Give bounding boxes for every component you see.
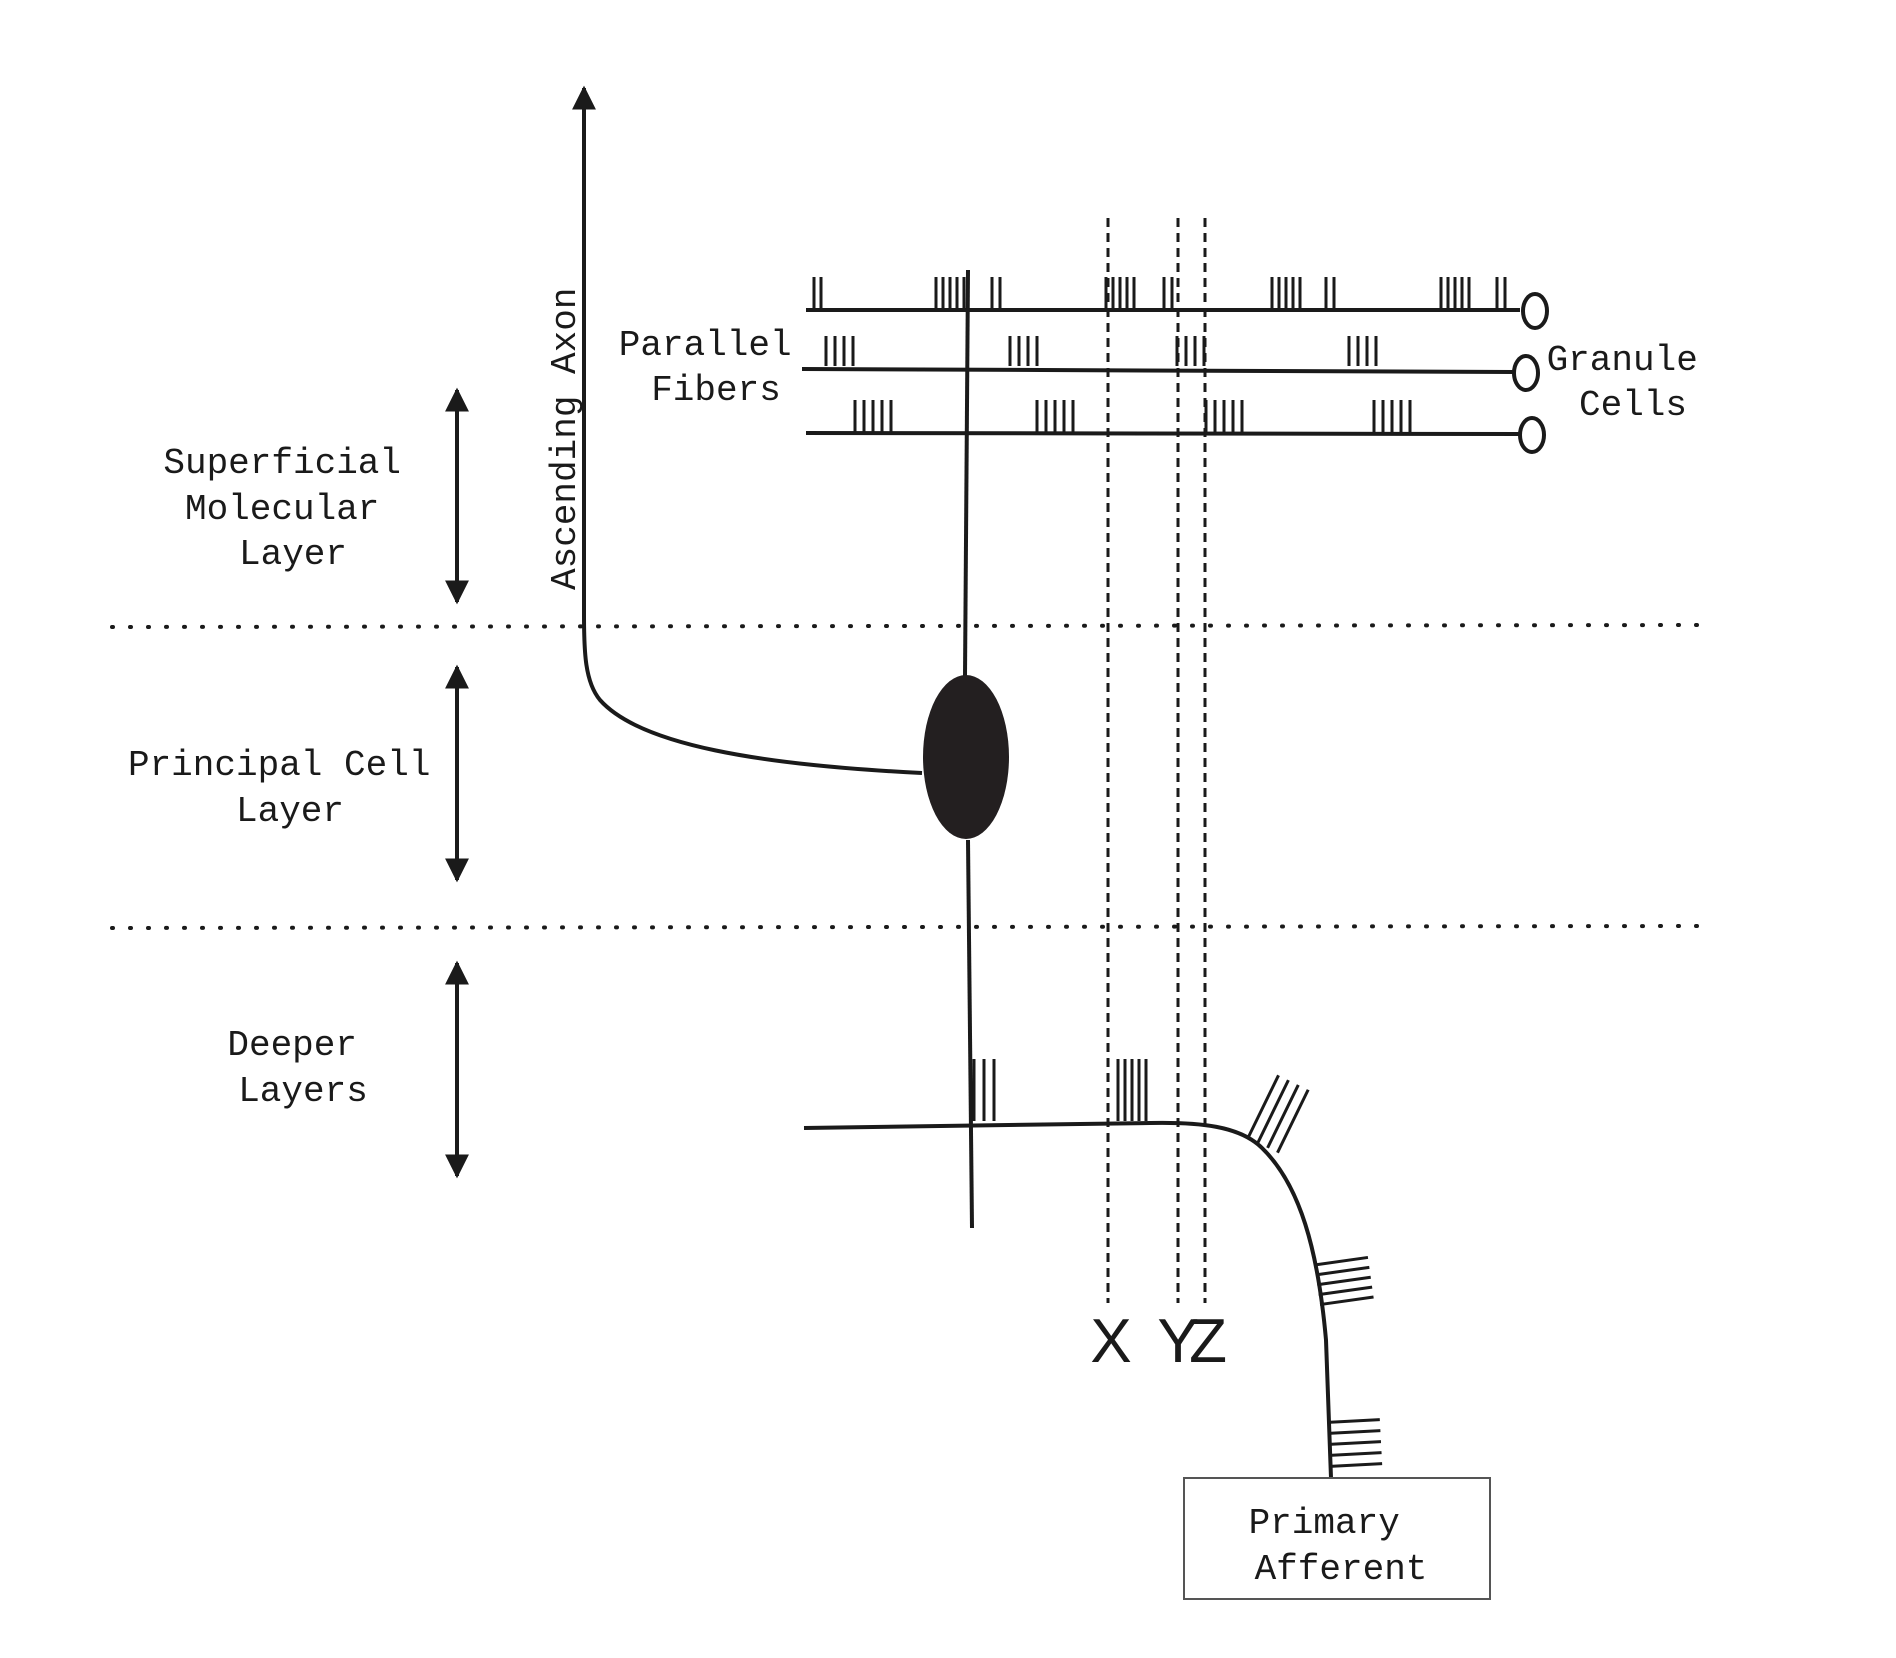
afferent-spike xyxy=(1329,1451,1382,1457)
principal-cell-soma xyxy=(923,675,1009,839)
afferent-spike xyxy=(1315,1265,1370,1277)
marker-label-z: Z xyxy=(1189,1307,1227,1376)
primary-afferent-label: Primary Afferent xyxy=(1249,1503,1428,1590)
afferent-spike xyxy=(1246,1074,1280,1139)
parallel-fiber-3 xyxy=(805,431,1521,436)
layer-boundary-lower xyxy=(110,924,1702,930)
marker-label-y: Y xyxy=(1157,1307,1198,1376)
afferent-spike xyxy=(1328,1440,1382,1446)
deeper-layers-label: Deeper Layers xyxy=(227,1025,378,1112)
parallel-fibers-label: Parallel Fibers xyxy=(619,325,813,411)
granule-cell-2 xyxy=(1512,354,1540,392)
spike-trains xyxy=(812,277,1507,1468)
layer-boundary-upper xyxy=(110,623,1702,629)
afferent-spike xyxy=(1330,1462,1383,1468)
ascending-axon-label: Ascending Axon xyxy=(545,288,586,590)
apical-dendrite xyxy=(963,269,970,677)
afferent-spike xyxy=(1327,1418,1380,1424)
afferent-spike xyxy=(1328,1429,1381,1435)
afferent-spike xyxy=(1266,1084,1300,1149)
primary-afferent-box xyxy=(1183,1477,1491,1600)
afferent-spike xyxy=(1318,1285,1373,1297)
afferent-spike xyxy=(1319,1295,1374,1307)
basal-dendrite xyxy=(966,839,974,1229)
primary-afferent-fiber xyxy=(803,1120,1333,1479)
superficial-layer-label: Superficial Molecular Layer xyxy=(163,443,422,575)
granule-cells-label: Granule Cells xyxy=(1547,340,1720,426)
parallel-fiber-2 xyxy=(801,367,1514,374)
afferent-spike xyxy=(1276,1089,1310,1154)
afferent-spike xyxy=(1317,1275,1371,1287)
ascending-axon xyxy=(572,85,923,775)
principal-layer-label: Principal Cell Layer xyxy=(128,745,452,832)
afferent-spike xyxy=(1256,1079,1290,1144)
granule-cell-3 xyxy=(1518,416,1546,454)
marker-label-x: X xyxy=(1090,1307,1131,1376)
afferent-spike xyxy=(1314,1255,1369,1267)
granule-cell-1 xyxy=(1521,292,1549,330)
